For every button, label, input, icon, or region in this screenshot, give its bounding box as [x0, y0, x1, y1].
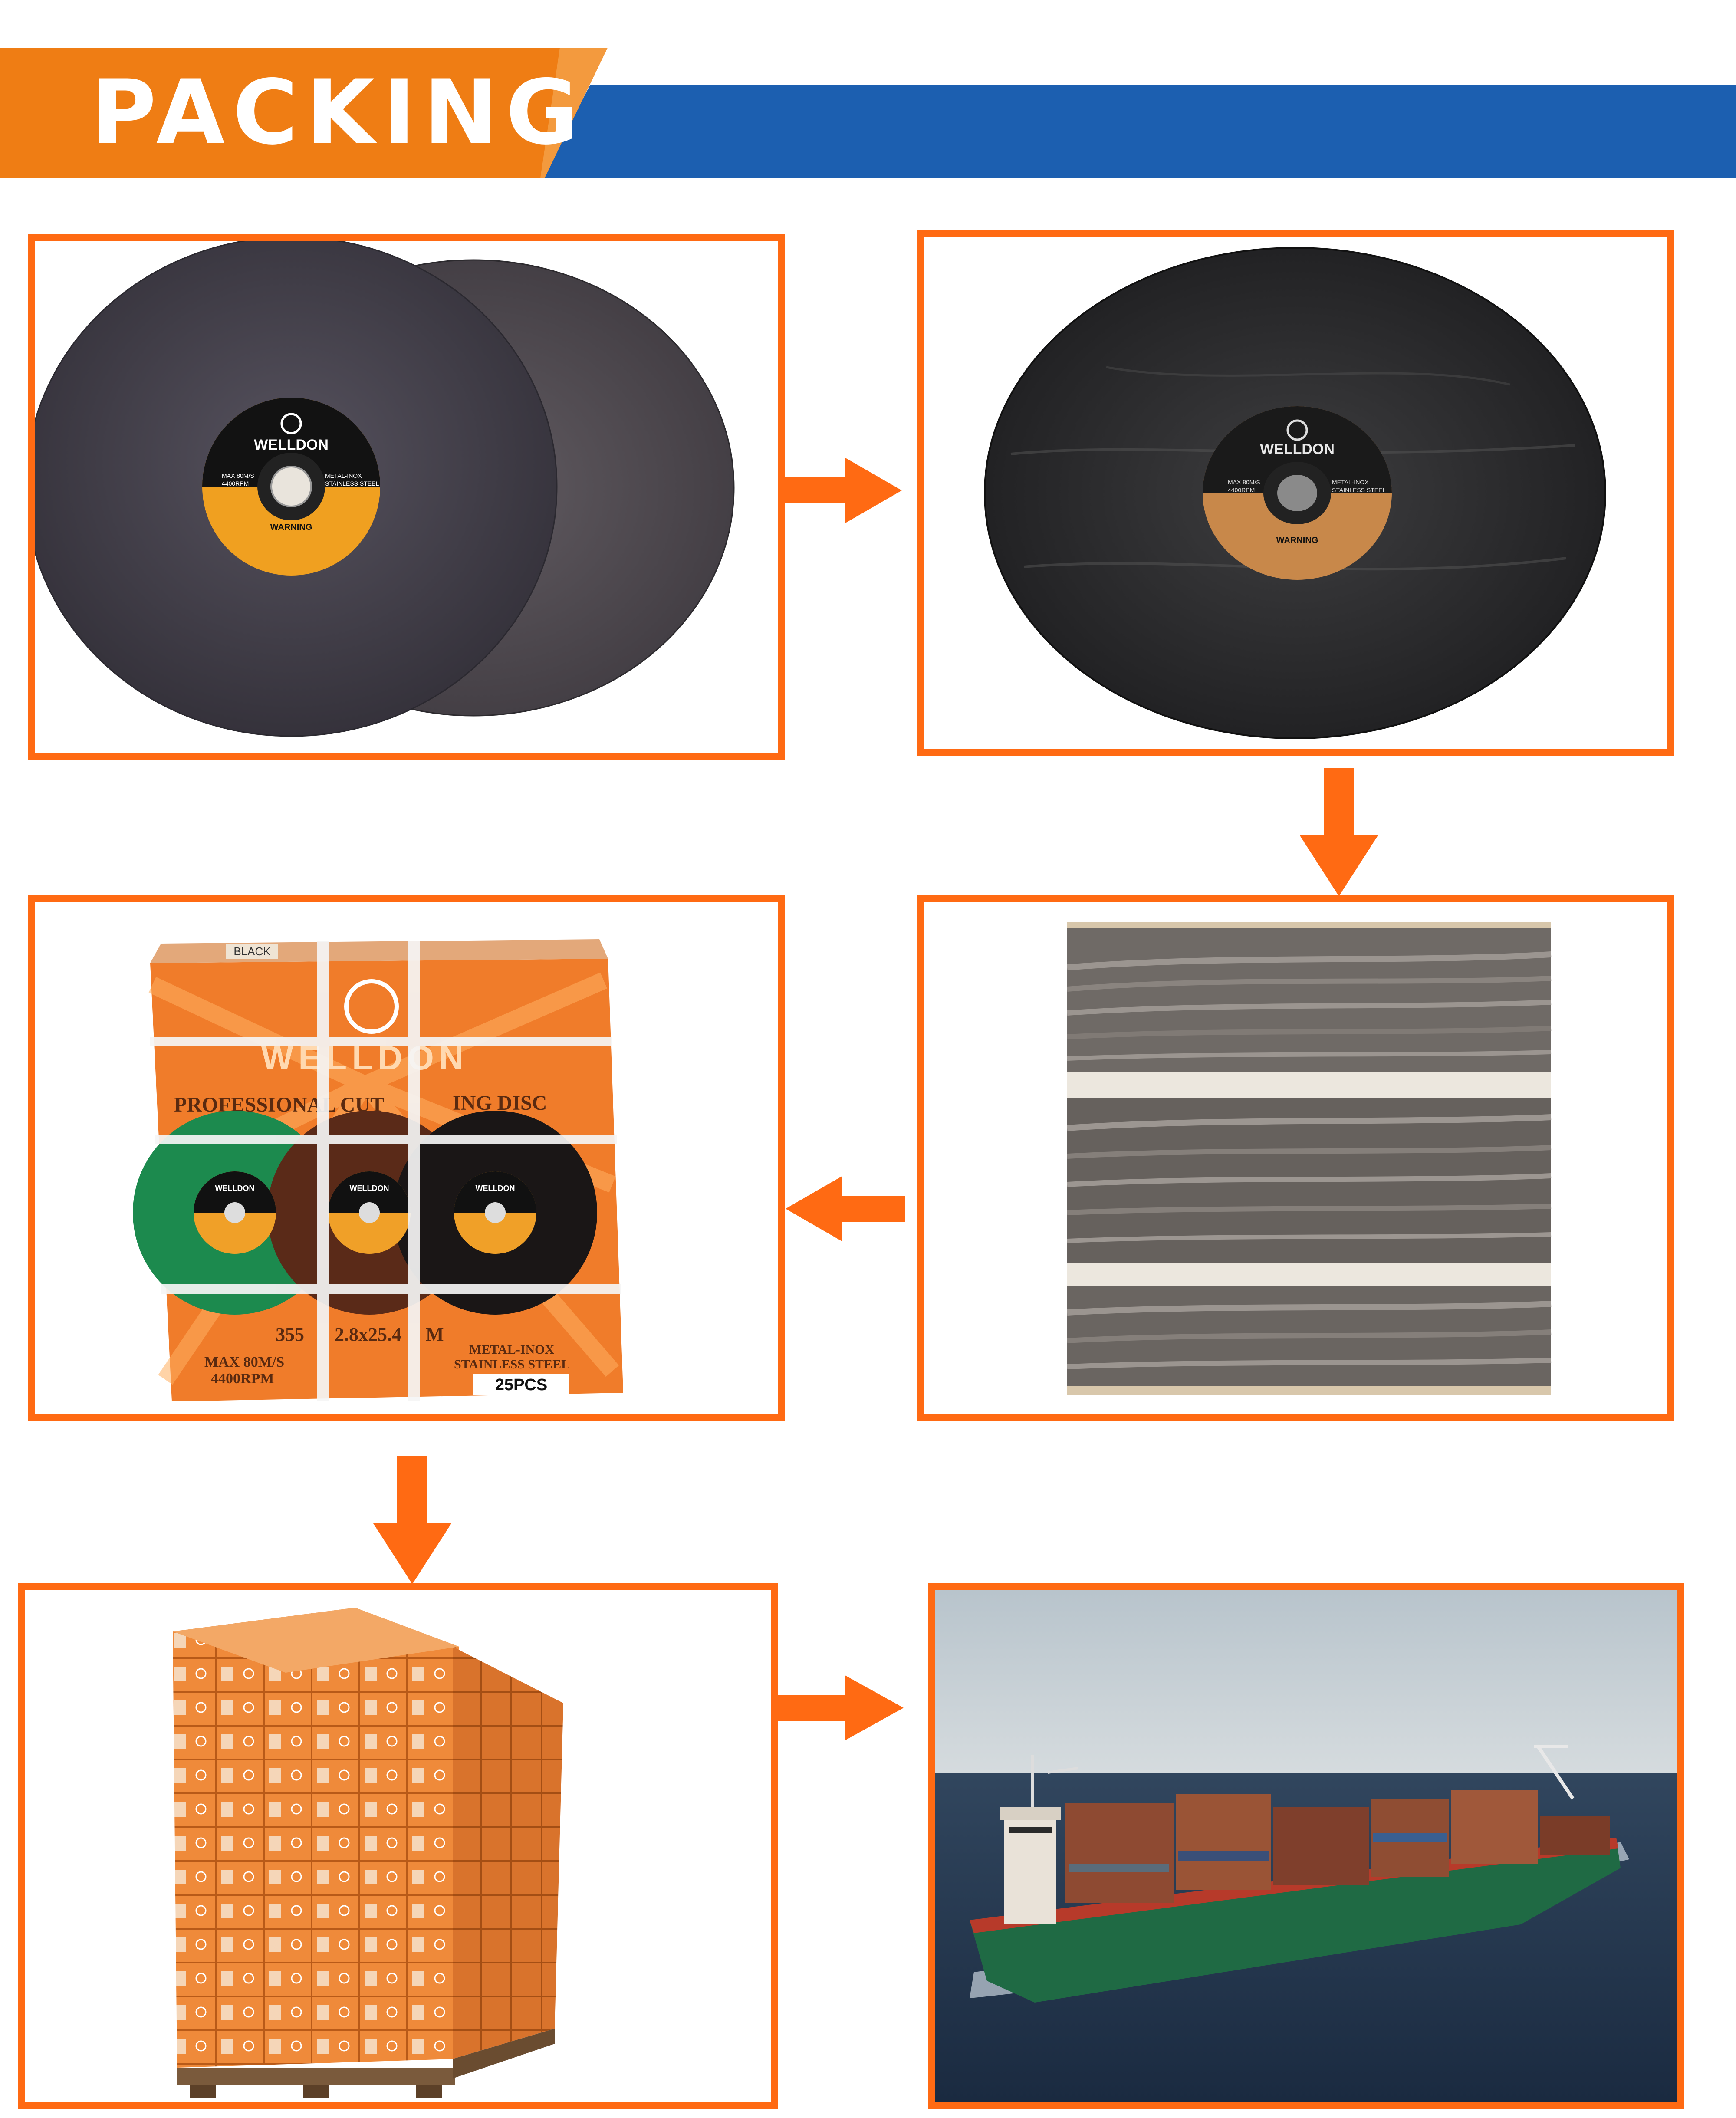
page-title: PACKING [91, 61, 587, 164]
step-frame-inner-stack [917, 895, 1674, 1421]
container-ship-photo [935, 1590, 1677, 2102]
carton-size-mid: 2.8x25.4 [335, 1324, 401, 1345]
disc-right-text-2: STAINLESS STEEL [325, 480, 379, 487]
wrapped-right-text-2: STAINLESS STEEL [1332, 487, 1386, 493]
arrow-down-icon [1300, 768, 1378, 896]
carton-size-left: 355 [276, 1324, 304, 1345]
carton-speed-line-2: 4400RPM [211, 1371, 274, 1387]
small-disc-brand-2: WELLDON [350, 1184, 389, 1193]
carton-quantity-badge: 25PCS [495, 1376, 547, 1394]
cutting-discs-photo: WELLDON MAX 80M/S 4400RPM METAL-INOX STA… [35, 241, 735, 737]
arrow-down-icon-2 [373, 1456, 451, 1584]
wrapped-disc-photo: WELLDON MAX 80M/S 4400RPM METAL-INOX STA… [984, 247, 1606, 739]
carton-material-line-1: METAL-INOX [469, 1342, 554, 1357]
step-frame-discs: WELLDON MAX 80M/S 4400RPM METAL-INOX STA… [28, 234, 785, 760]
arrow-right-icon-2 [778, 1675, 904, 1740]
small-disc-brand-1: WELLDON [215, 1184, 255, 1193]
carton-subtitle-left: PROFESSIONAL CUT [174, 1093, 384, 1116]
disc-brand-label: WELLDON [254, 437, 329, 453]
wrapped-disc-warning: WARNING [1276, 536, 1318, 545]
step-frame-carton: BLACK WELLDON PROFESSIONAL CUT ING DISC … [28, 895, 785, 1421]
step-frame-wrapped-disc: WELLDON MAX 80M/S 4400RPM METAL-INOX STA… [917, 230, 1674, 756]
disc-left-text-1: MAX 80M/S [222, 472, 254, 479]
small-disc-brand-3: WELLDON [476, 1184, 515, 1193]
pallet-photo [173, 1608, 563, 2098]
disc-warning-label: WARNING [270, 523, 312, 532]
step-frame-pallet [18, 1583, 778, 2109]
carton-corner-tag: BLACK [233, 945, 271, 958]
wrapped-left-text-2: 4400RPM [1228, 487, 1255, 493]
carton-photo: BLACK WELLDON PROFESSIONAL CUT ING DISC … [133, 939, 623, 1401]
header-blue-band [542, 85, 1736, 178]
wrapped-left-text-1: MAX 80M/S [1228, 479, 1260, 486]
wrapped-disc-brand: WELLDON [1260, 441, 1335, 457]
inner-stack-photo [1067, 922, 1552, 1395]
carton-speed-line-1: MAX 80M/S [204, 1354, 284, 1370]
disc-right-text-1: METAL-INOX [325, 472, 362, 479]
wrapped-right-text-1: METAL-INOX [1332, 479, 1369, 486]
arrow-right-icon [785, 458, 902, 523]
carton-subtitle-right: ING DISC [453, 1092, 547, 1115]
step-frame-container-ship [928, 1583, 1684, 2109]
disc-left-text-2: 4400RPM [222, 480, 249, 487]
carton-material-line-2: STAINLESS STEEL [454, 1357, 570, 1371]
header-orange-banner [0, 48, 608, 178]
carton-size-right: M [426, 1324, 444, 1345]
arrow-left-icon [786, 1176, 905, 1241]
